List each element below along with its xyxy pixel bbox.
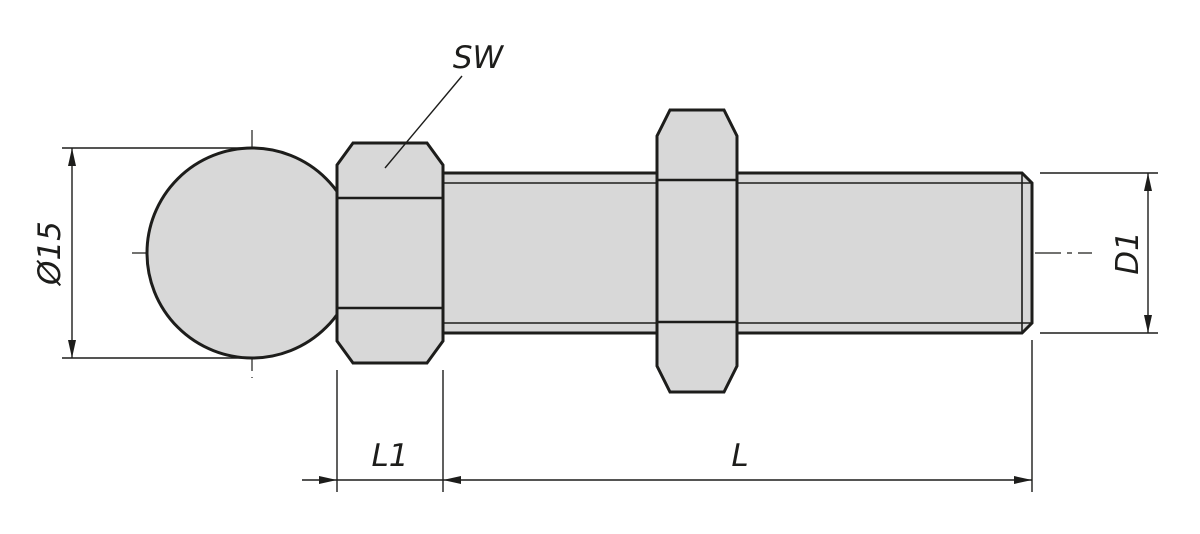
hex-collar [335, 141, 445, 365]
part-geometry [145, 108, 1034, 394]
sw-callout: SW [384, 40, 505, 169]
arrowhead-down [1144, 315, 1152, 333]
label-ball-diameter: Ø15 [32, 221, 68, 287]
dimension-ball-diameter: Ø15 [32, 147, 258, 359]
arrowhead-right [319, 476, 337, 484]
arrowhead-right [1014, 476, 1032, 484]
label-length-total: L [731, 438, 748, 474]
dimension-thread-diameter: D1 [1040, 172, 1158, 334]
arrowhead-down [68, 340, 76, 358]
sw-leader-line [384, 75, 463, 169]
label-sw: SW [453, 40, 505, 76]
hex-nut-body [655, 108, 739, 394]
hex-nut [655, 108, 739, 394]
hex-collar-body [335, 141, 445, 365]
arrowhead-up [1144, 173, 1152, 191]
dimension-lengths: L1 L [302, 340, 1033, 492]
ball-end [145, 146, 359, 360]
arrowhead-left [443, 476, 461, 484]
label-length-short: L1 [372, 438, 409, 474]
label-thread-diameter: D1 [1110, 231, 1146, 275]
arrowhead-up [68, 148, 76, 166]
